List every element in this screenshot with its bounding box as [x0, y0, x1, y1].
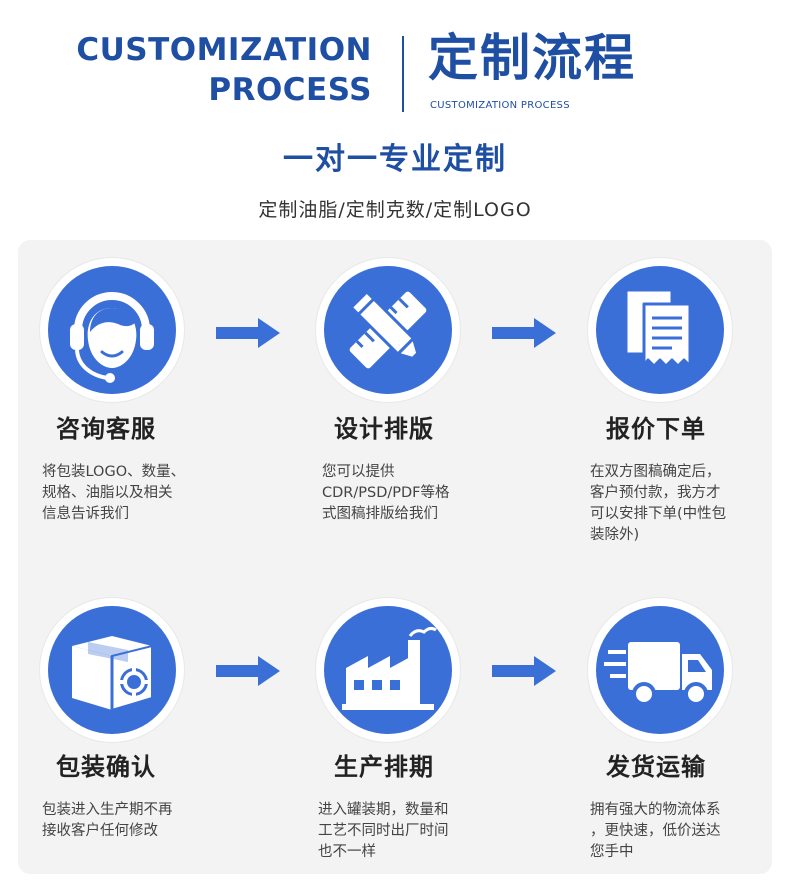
step-6-title: 发货运输 — [606, 753, 706, 781]
step-2-circle — [316, 258, 460, 402]
arrow-right-icon — [492, 318, 556, 348]
header-english-line2: PROCESS — [208, 72, 372, 108]
header-chinese-title: 定制流程 — [428, 29, 636, 87]
step-2-description: 您可以提供 CDR/PSD/PDF等格 式图稿排版给我们 — [322, 464, 450, 522]
header-divider — [402, 36, 404, 112]
arrow-right-icon — [216, 656, 280, 686]
step-5-title: 生产排期 — [334, 753, 434, 781]
delivery-truck-icon — [604, 642, 712, 706]
step-4-description: 包装进入生产期不再 接收客户任何修改 — [42, 802, 173, 839]
step-1-description: 将包装LOGO、数量、 规格、油脂以及相关 信息告诉我们 — [42, 464, 186, 522]
arrow-right-icon — [216, 318, 280, 348]
pencil-ruler-icon — [349, 289, 427, 369]
step-3-description: 在双方图稿确定后， 客户预付款，我方才 可以安排下单(中性包 装除外) — [590, 464, 727, 543]
header-chinese-subtitle: CUSTOMIZATION PROCESS — [430, 100, 570, 111]
header-english-title: CUSTOMIZATION PROCESS — [60, 30, 372, 110]
section-tagline: 定制油脂/定制克数/定制LOGO — [258, 199, 532, 221]
step-1-circle — [40, 258, 184, 402]
step-6-description: 拥有强大的物流体系 ，更快速，低价送达 您手中 — [590, 802, 721, 860]
step-3-circle — [588, 258, 732, 402]
step-5-circle — [316, 598, 460, 742]
step-6-circle — [588, 598, 732, 742]
factory-icon — [342, 626, 437, 710]
step-4-title: 包装确认 — [56, 753, 156, 781]
step-1-title: 咨询客服 — [56, 415, 156, 443]
step-5-description: 进入罐装期，数量和 工艺不同时出厂时间 也不一样 — [318, 802, 449, 860]
step-4-circle — [40, 598, 184, 742]
step-3-title: 报价下单 — [606, 415, 706, 443]
header-english-line1: CUSTOMIZATION — [76, 32, 372, 68]
section-subtitle: 一对一专业定制 — [283, 142, 507, 177]
step-2-title: 设计排版 — [334, 415, 434, 443]
receipt-documents-icon — [624, 288, 692, 368]
package-gear-icon — [72, 636, 153, 712]
arrow-right-icon — [492, 656, 556, 686]
headset-agent-icon — [70, 292, 154, 383]
